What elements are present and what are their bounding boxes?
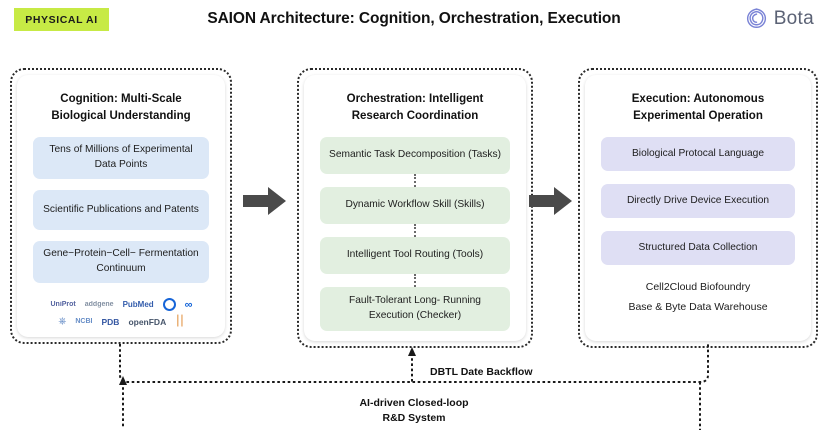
orchestration-chip-4: Fault-Tolerant Long- Running Execution (… [320, 287, 510, 331]
feedback-arrowhead-cognition [119, 376, 127, 385]
column-orchestration: Orchestration: Intelligent Research Coor… [297, 68, 533, 348]
execution-chip-2: Directly Drive Device Execution [601, 184, 795, 219]
data-source-logo-row-1: UniProt addgene PubMed ∞ [33, 298, 209, 311]
openfda-logo-icon: openFDA [128, 316, 167, 327]
feedback-label-top: DBTL Date Backflow [430, 366, 533, 378]
arrow-orchestration-to-execution-icon [529, 187, 572, 215]
data-source-logo-row-2: ⎈ NCBI PDB openFDA ⎮⎮ [33, 316, 209, 327]
column-orchestration-title: Orchestration: Intelligent Research Coor… [346, 93, 484, 122]
bota-swirl-logo-icon [746, 8, 766, 28]
dna-logo-icon: ⎮⎮ [175, 316, 184, 327]
meta-logo-icon: ∞ [184, 298, 193, 311]
orchestration-chip-3: Intelligent Tool Routing (Tools) [320, 237, 510, 275]
pubmed-logo-icon: PubMed [122, 300, 154, 309]
connector-2 [414, 224, 416, 238]
cognition-chip-1: Tens of Millions of Experimental Data Po… [33, 137, 209, 180]
page-title: SAION Architecture: Cognition, Orchestra… [207, 10, 621, 27]
feedback-loop [119, 344, 709, 430]
pdb-logo-icon: PDB [101, 316, 120, 327]
addgene-logo-icon: addgene [84, 301, 114, 308]
physical-ai-badge: PHYSICAL AI [14, 8, 109, 31]
ring-logo-icon [162, 298, 176, 311]
feedback-loop-path [119, 344, 709, 383]
connector-3 [414, 274, 416, 288]
feedback-arrowhead-orchestration [408, 347, 416, 356]
feedback-label-bottom-line1: AI-driven Closed-loop [359, 397, 469, 409]
feedback-label-bottom: AI-driven Closed-loop R&D System [0, 396, 828, 425]
orchestration-chip-2: Dynamic Workflow Skill (Skills) [320, 187, 510, 225]
connector-1 [414, 174, 416, 188]
orchestration-chip-1: Semantic Task Decomposition (Tasks) [320, 137, 510, 175]
execution-plain-line-2: Base & Byte Data Warehouse [628, 300, 768, 313]
column-cognition-title: Cognition: Multi-Scale Biological Unders… [51, 93, 191, 122]
column-execution-title: Execution: Autonomous Experimental Opera… [631, 93, 765, 122]
uniprot-logo-icon: UniProt [50, 301, 76, 308]
column-cognition: Cognition: Multi-Scale Biological Unders… [10, 68, 232, 344]
cognition-chip-2: Scientific Publications and Patents [33, 190, 209, 231]
ncbi-swirl-icon: ⎈ [58, 316, 67, 327]
execution-chip-1: Biological Protocal Language [601, 137, 795, 172]
cognition-chip-3: Gene−Protein−Cell− Fermentation Continuu… [33, 241, 209, 283]
brand-logo: Bota [744, 6, 814, 31]
data-source-logos: UniProt addgene PubMed ∞ ⎈ NCBI PDB open… [33, 298, 209, 327]
feedback-label-bottom-line2: R&D System [382, 411, 446, 424]
ncbi-logo-icon: NCBI [75, 318, 93, 325]
page-header: PHYSICAL AI SAION Architecture: Cognitio… [0, 0, 828, 52]
execution-plain-line-1: Cell2Cloud Biofoundry [645, 281, 751, 294]
execution-chip-3: Structured Data Collection [601, 231, 795, 266]
arrow-cognition-to-orchestration-icon [243, 187, 286, 215]
column-execution: Execution: Autonomous Experimental Opera… [578, 68, 818, 348]
brand-name: Bota [773, 7, 814, 29]
